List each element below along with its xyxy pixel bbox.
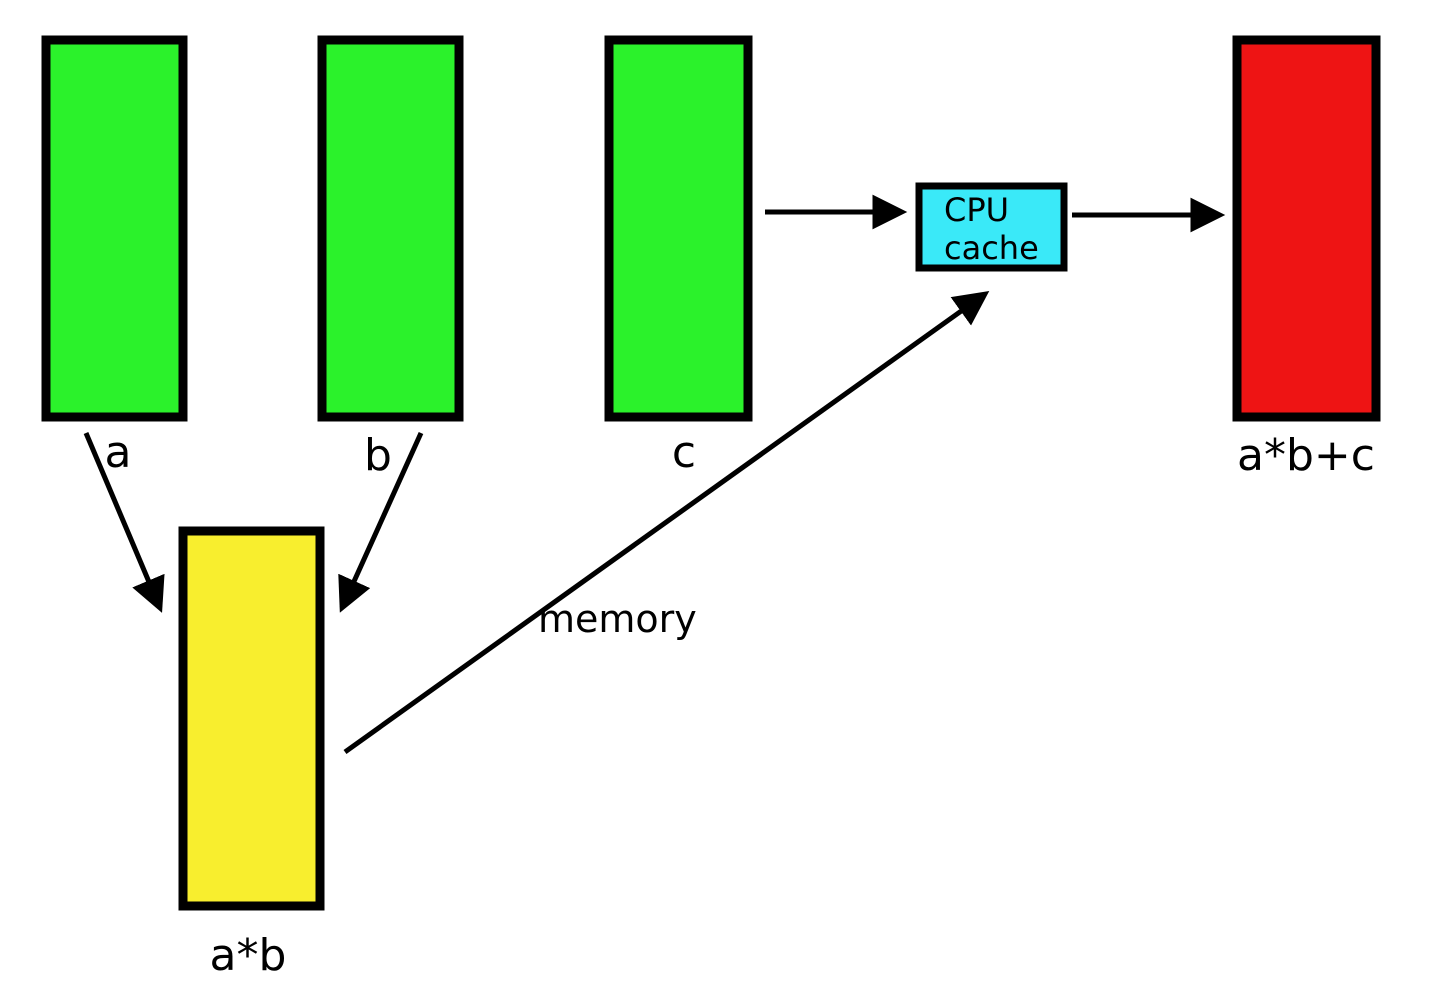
array-block-c — [604, 35, 753, 422]
result-label-abc: a*b+c — [1237, 430, 1375, 481]
array-block-b — [317, 35, 464, 422]
result-block-abc — [1232, 35, 1381, 422]
array-label-b: b — [364, 430, 392, 481]
array-label-a: a — [105, 427, 132, 478]
arrow-b-to-ab — [338, 431, 424, 613]
memory-label: memory — [538, 597, 697, 641]
temp-block-ab — [178, 526, 325, 911]
temp-label-ab: a*b — [210, 930, 287, 981]
cpu-cache-label-line2: cache — [944, 229, 1039, 267]
arrow-a-to-ab — [83, 432, 165, 613]
cpu-cache-label-line1: CPU — [944, 191, 1009, 229]
arrow-ab-to-cache — [343, 290, 990, 755]
cpu-cache-box — [915, 182, 1068, 272]
array-label-c: c — [672, 427, 696, 478]
array-block-a — [41, 35, 188, 422]
